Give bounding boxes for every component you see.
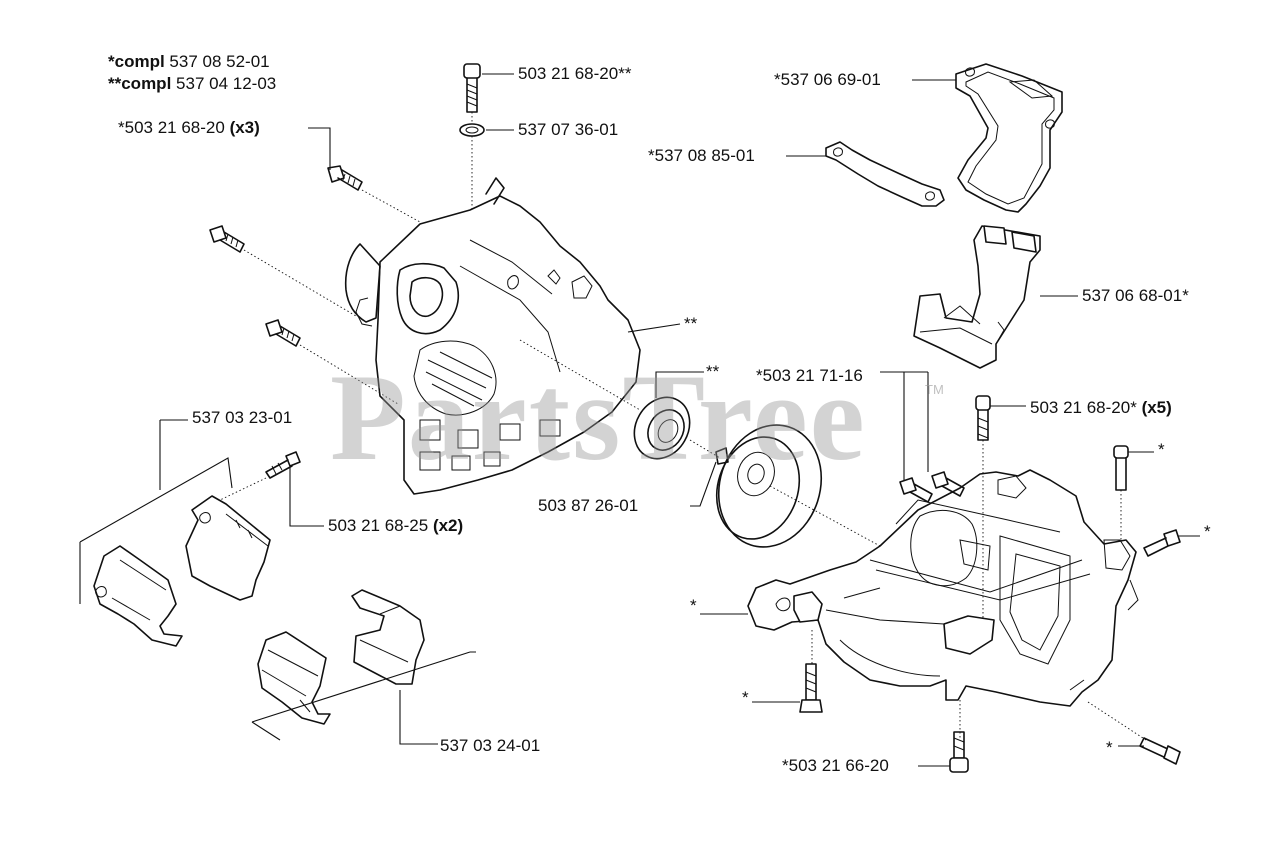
- compl-number-1: 537 08 52-01: [169, 52, 270, 71]
- label-screw-x2: 503 21 68-25 (x2): [328, 516, 463, 536]
- label-screw-bottom-left: *: [742, 688, 749, 707]
- screw-x2-part: [265, 451, 301, 479]
- label-bolts-x3: *503 21 68-20 (x3): [118, 118, 260, 138]
- compl-line-1: *compl 537 08 52-01: [108, 52, 270, 72]
- label-bolt-bottom: *503 21 66-20: [782, 756, 889, 775]
- label-screw-right-b: *: [1204, 522, 1211, 541]
- label-gasket-small: *537 08 85-01: [648, 146, 755, 165]
- watermark: PartsTree: [330, 349, 867, 486]
- screw-bottom-right-part: [1139, 737, 1181, 765]
- label-crankcase: *: [690, 596, 697, 615]
- bolt-top-part: [463, 63, 481, 113]
- label-bolts-x3-qty: (x3): [229, 118, 260, 137]
- label-screw-x2-qty: (x2): [432, 516, 464, 535]
- compl-mark-2: **compl: [108, 74, 172, 93]
- crankcase-part: [747, 469, 1139, 707]
- label-bolts-x5-number: 503 21 68-20*: [1030, 398, 1137, 417]
- label-screw-bottom-right: *: [1106, 738, 1113, 757]
- label-clamp-a: 537 03 23-01: [192, 408, 293, 427]
- compl-mark-1: *compl: [108, 52, 165, 71]
- label-bolts-x5-qty: (x5): [1141, 398, 1172, 417]
- bolt-bottom-part: [949, 731, 969, 773]
- clamp-a-lower-part: [93, 545, 183, 647]
- label-cover-bracket: 537 06 68-01*: [1082, 286, 1189, 305]
- label-housing-half: **: [684, 314, 698, 333]
- label-screw-x2-number: 503 21 68-25: [328, 516, 429, 535]
- label-bolt-top: 503 21 68-20**: [518, 64, 632, 83]
- screw-bottom-left-part: [799, 663, 823, 713]
- leader-lines: [159, 73, 1200, 767]
- label-screw-right-a: *: [1158, 440, 1165, 459]
- gasket-large-part: [955, 63, 1063, 213]
- drum-part: [715, 424, 823, 548]
- label-bearing: **: [706, 362, 720, 381]
- gasket-small-part: [825, 141, 945, 207]
- bolt-x5-part: [975, 395, 991, 441]
- label-gasket-large: *537 06 69-01: [774, 70, 881, 89]
- compl-line-2: **compl 537 04 12-03: [108, 74, 276, 94]
- screw-right-a-part: [1113, 445, 1129, 491]
- label-drum: 503 87 26-01: [538, 496, 639, 515]
- label-clamp-b: 537 03 24-01: [440, 736, 541, 755]
- studs-pair-part: [899, 471, 965, 503]
- bolts-x3-parts: [209, 165, 363, 347]
- label-washer-top: 537 07 36-01: [518, 120, 619, 139]
- bearing-part: [633, 396, 691, 460]
- screw-right-b-part: [1143, 529, 1181, 557]
- label-bolts-x3-number: *503 21 68-20: [118, 118, 225, 137]
- clamp-b-right-part: [351, 589, 425, 685]
- housing-half-part: [344, 177, 641, 495]
- washer-top-part: [459, 123, 485, 137]
- cover-bracket-part: [913, 225, 1041, 369]
- compl-number-2: 537 04 12-03: [176, 74, 277, 93]
- clamp-a-upper-part: [185, 495, 271, 601]
- label-bolts-x5: 503 21 68-20* (x5): [1030, 398, 1172, 418]
- clamp-b-left-part: [257, 631, 331, 725]
- label-studs-pair: *503 21 71-16: [756, 366, 863, 385]
- trademark-mark: TM: [925, 382, 944, 397]
